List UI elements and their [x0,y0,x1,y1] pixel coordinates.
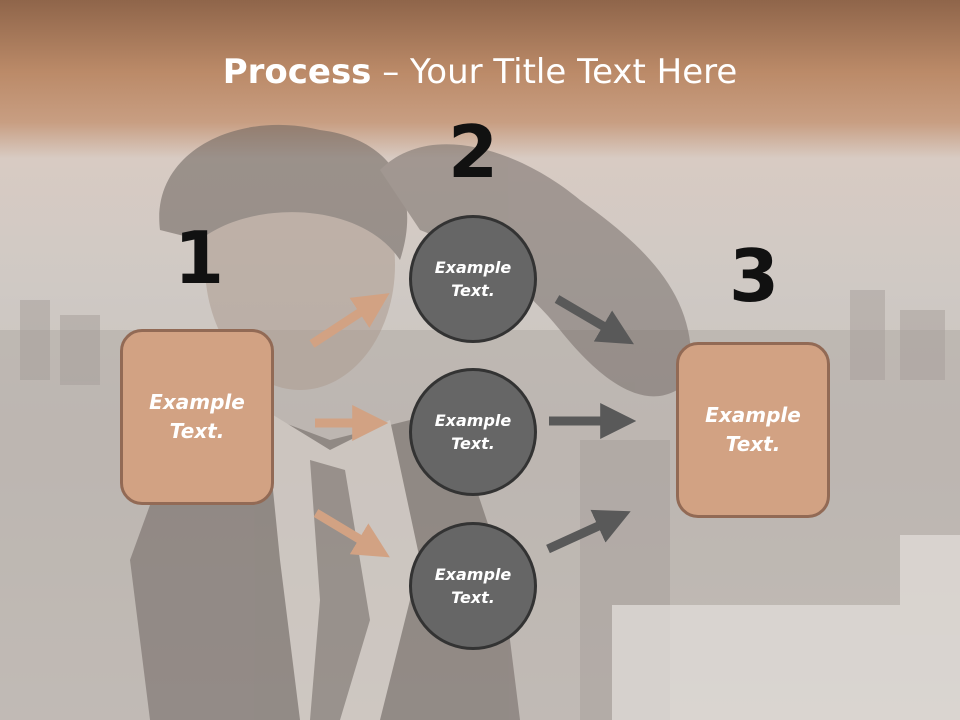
arrow-left-to-top [309,293,390,348]
arrow-top-to-right [554,295,634,345]
left-text-box: Example Text. [120,329,274,505]
circle-bottom-text: Example Text. [434,565,512,607]
step-number-2: 2 [447,110,499,194]
circle-middle-text: Example Text. [434,411,512,453]
right-box-text: Example Text. [705,403,801,456]
circle-bottom: Example Text. [409,522,537,650]
title-rest: – Your Title Text Here [371,52,738,92]
circle-middle: Example Text. [409,368,537,496]
step-number-3: 3 [728,234,780,318]
arrow-left-to-bottom [313,509,390,558]
right-text-box: Example Text. [676,342,830,518]
step-number-1: 1 [173,216,225,300]
circle-top-text: Example Text. [434,258,512,300]
left-box-text: Example Text. [149,390,245,443]
arrow-bottom-to-right [546,509,631,554]
title-bold: Process [222,52,372,92]
slide-title: Process – Your Title Text Here [0,52,960,92]
circle-top: Example Text. [409,215,537,343]
